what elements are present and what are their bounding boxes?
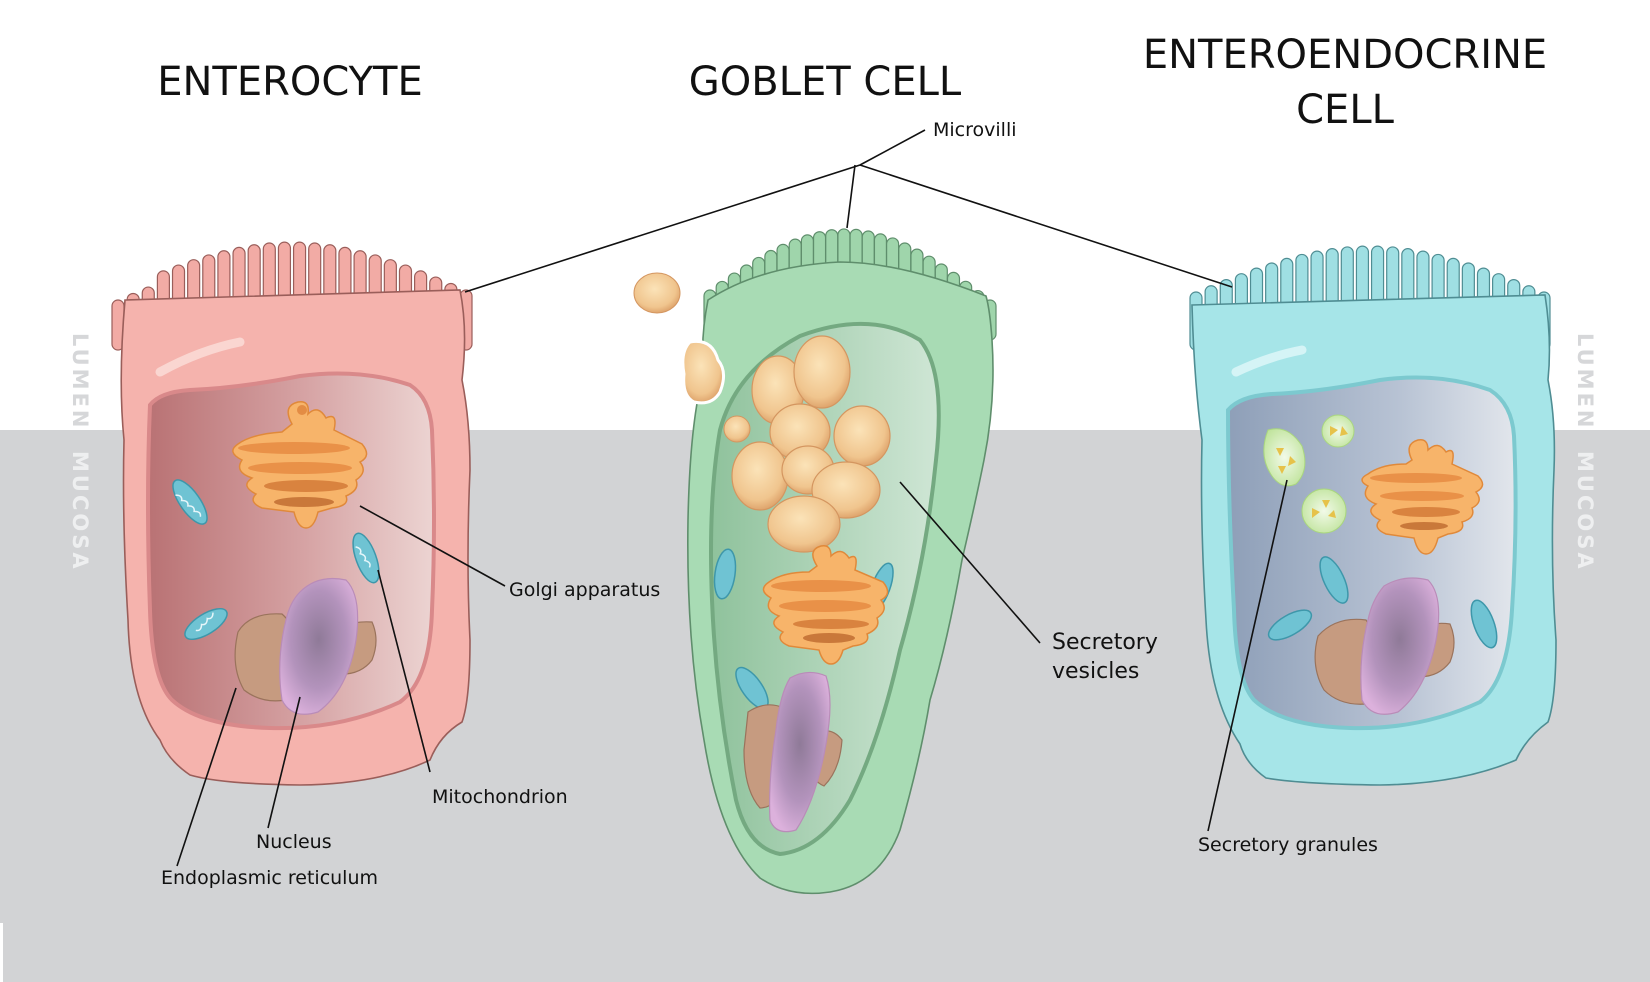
label-secretory-vesicles-line1: Secretory [1052,630,1158,655]
leader-endoplasmic-reticulum [176,687,237,867]
secretory-vesicle [767,495,841,553]
enteroendocrine-mitochondrion [1319,556,1349,604]
label-golgi-apparatus: Golgi apparatus [509,579,660,601]
right-region-labels: LUMEN MUCOSA [1573,333,1597,572]
label-mitochondrion: Mitochondrion [432,786,568,808]
released-secretory-vesicle [633,272,681,314]
leader-microvilli-goblet [846,164,856,229]
title-enterocyte: ENTEROCYTE [157,59,423,105]
label-microvilli: Microvilli [933,119,1017,141]
goblet-nucleus [769,671,831,833]
enterocyte-highlight [155,337,245,377]
leader-microvilli-enteroendocrine [859,164,1233,288]
goblet-cell [633,228,997,895]
enterocyte-golgi-apparatus [232,401,368,529]
leader-secretory-vesicles [899,481,1041,644]
secretory-granule [1301,488,1347,534]
leader-nucleus [267,696,301,829]
leader-secretory-granules [1207,479,1288,832]
secretory-granule [1321,414,1355,448]
enteroendocrine-mitochondrion [1267,609,1313,641]
enterocyte-nucleus [279,577,359,715]
label-endoplasmic-reticulum: Endoplasmic reticulum [161,867,378,889]
enteroendocrine-cell [1189,245,1557,786]
enteroendocrine-highlight [1231,345,1307,377]
bottom-left-notch [0,923,3,982]
enterocyte-mitochondrion [172,479,208,525]
secretory-vesicle [793,335,851,409]
goblet-golgi-apparatus [762,544,889,665]
enterocyte-mitochondrion [352,532,380,584]
enteroendocrine-mitochondrion [1470,599,1498,649]
goblet-mitochondrion [713,548,737,600]
label-secretory-granules: Secretory granules [1198,834,1378,856]
enteroendocrine-nucleus [1360,577,1440,715]
leader-mitochondrion [377,569,431,773]
enterocyte-mitochondrion [184,607,228,641]
secretory-granule [1263,428,1306,487]
lumen-label-left: LUMEN [68,333,92,431]
enterocyte-cell [111,241,473,786]
lumen-label-right: LUMEN [1573,333,1597,431]
goblet-secretory-vesicles [731,335,891,553]
leader-microvilli-enterocyte [464,164,861,293]
leader-microvilli-label [859,129,926,166]
mucosa-label-right: MUCOSA [1573,451,1597,572]
label-nucleus: Nucleus [256,831,332,853]
label-secretory-vesicles-line2: vesicles [1052,659,1139,684]
secretory-vesicle [731,441,789,511]
left-region-labels: LUMEN MUCOSA [68,333,92,572]
secretory-vesicle [833,405,891,467]
leader-golgi [359,505,506,587]
title-enteroendocrine-line2: CELL [1296,87,1394,133]
secretory-vesicle [723,415,751,443]
title-enteroendocrine-line1: ENTEROENDOCRINE [1143,32,1547,78]
enteroendocrine-golgi-apparatus [1361,438,1484,555]
mucosa-label-left: MUCOSA [68,451,92,572]
leader-lines [176,129,1288,867]
exocytosing-secretory-vesicle [681,339,725,405]
title-goblet-cell: GOBLET CELL [689,59,962,105]
